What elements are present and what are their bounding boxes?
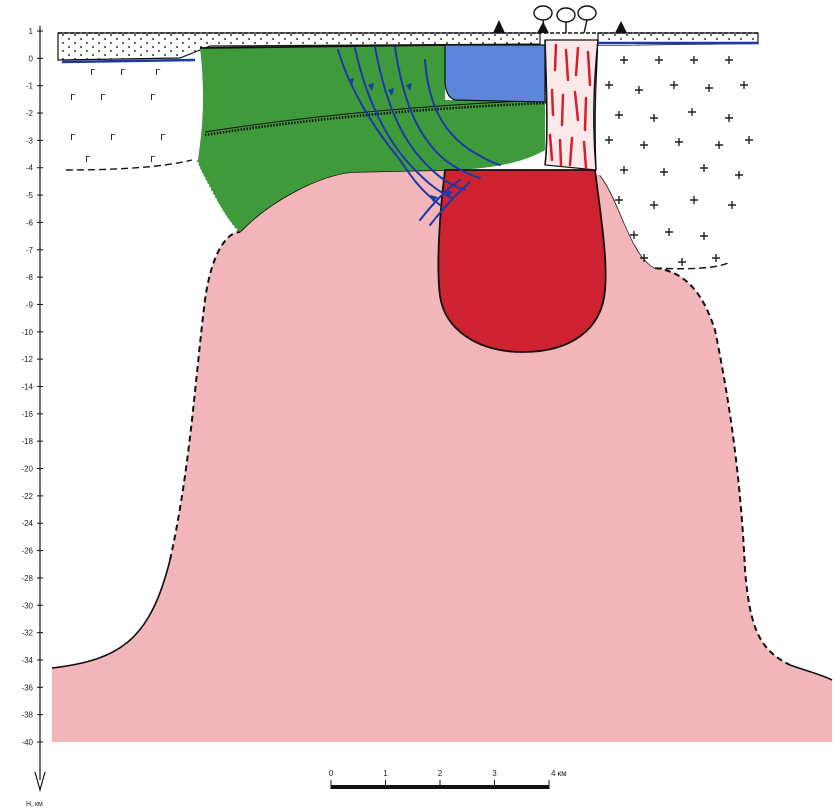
scale-tick-label: 3 — [492, 769, 497, 778]
left-host-rock — [60, 60, 205, 170]
cone-1 — [493, 20, 505, 33]
volcanic-cones — [493, 20, 627, 33]
depth-tick-label: 0 — [29, 54, 34, 63]
depth-tick-label: -18 — [21, 437, 33, 446]
depth-tick-label: -14 — [21, 383, 33, 392]
svg-text:г: г — [155, 65, 161, 78]
svg-text:г: г — [150, 152, 156, 165]
depth-tick-label: -1 — [26, 82, 34, 91]
svg-text:г: г — [120, 65, 126, 78]
depth-tick-label: -40 — [21, 738, 33, 747]
svg-text:г: г — [150, 90, 156, 103]
scale-tick-label: 0 — [329, 769, 334, 778]
depth-tick-label: -36 — [21, 683, 33, 692]
scale-tick-label: 1 — [383, 769, 388, 778]
blue-reservoir — [445, 45, 545, 102]
svg-text:г: г — [70, 130, 76, 143]
depth-tick-label: -38 — [21, 711, 33, 720]
svg-text:г: г — [90, 65, 96, 78]
depth-tick-label: -32 — [21, 629, 33, 638]
depth-tick-label: -10 — [21, 328, 33, 337]
depth-tick-label: -16 — [21, 410, 33, 419]
depth-tick-label: -12 — [21, 355, 33, 364]
scale-tick-label: 2 — [438, 769, 443, 778]
svg-text:г: г — [70, 90, 76, 103]
svg-text:г: г — [160, 130, 166, 143]
depth-tick-label: -7 — [26, 246, 34, 255]
svg-text:г: г — [110, 130, 116, 143]
cone-3 — [615, 21, 627, 33]
depth-tick-label: 1 — [29, 27, 34, 36]
depth-tick-label: -26 — [21, 547, 33, 556]
depth-tick-label: -30 — [21, 601, 33, 610]
depth-tick-label: -4 — [26, 164, 34, 173]
depth-tick-label: -9 — [26, 300, 34, 309]
svg-text:г: г — [100, 90, 106, 103]
depth-tick-label: -6 — [26, 218, 34, 227]
depth-tick-label: -8 — [26, 273, 34, 282]
depth-tick-label: -34 — [21, 656, 33, 665]
depth-tick-label: -5 — [26, 191, 34, 200]
shallow-magma-chamber — [438, 170, 605, 352]
depth-tick-label: -28 — [21, 574, 33, 583]
depth-axis-title: H, км — [26, 801, 43, 808]
depth-axis: 1 0 -1 -2 -3 -4 -5 -6 -7 -8 -9 -10 -12 -14 -16 -18 -20 -2… — [21, 26, 45, 808]
scale-tick-label: 4 км — [551, 769, 567, 778]
depth-tick-label: -2 — [26, 109, 34, 118]
depth-tick-label: -20 — [21, 465, 33, 474]
depth-tick-label: -22 — [21, 492, 33, 501]
depth-tick-label: -3 — [26, 136, 34, 145]
svg-text:г: г — [85, 152, 91, 165]
depth-tick-label: -24 — [21, 519, 33, 528]
scale-bar: 0 1 2 3 4 км — [329, 769, 567, 789]
